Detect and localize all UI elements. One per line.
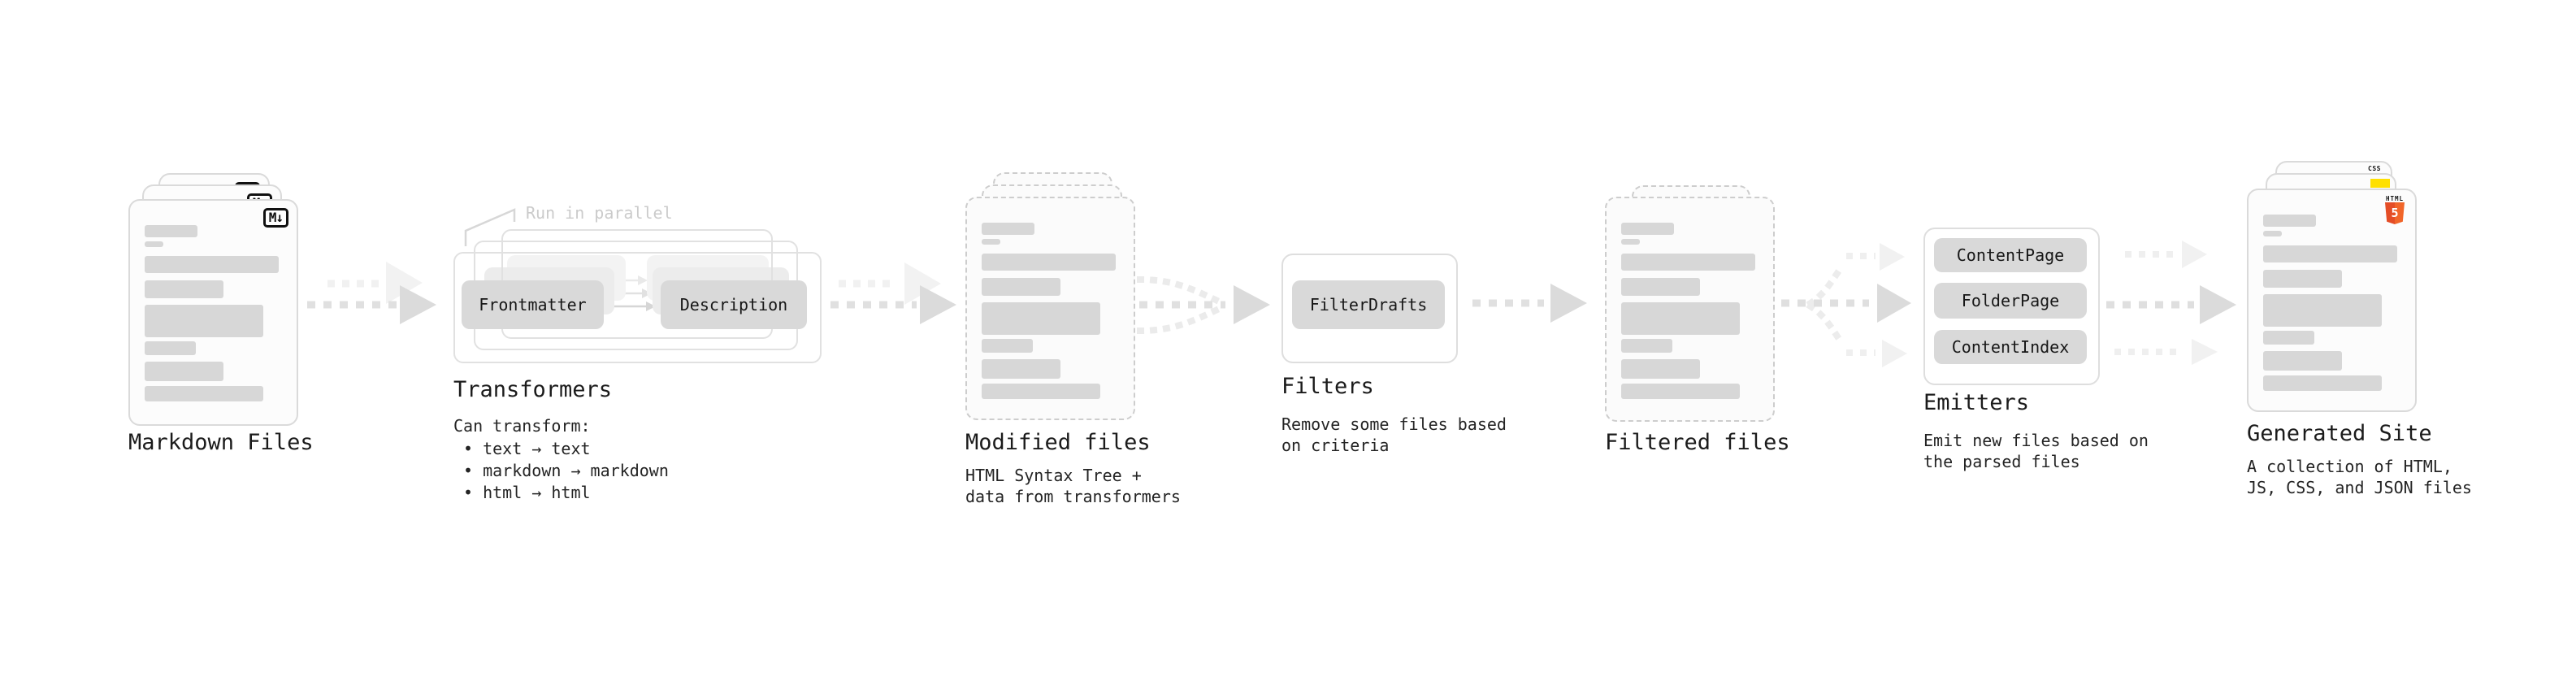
placeholder-line	[145, 280, 223, 298]
placeholder-line	[982, 339, 1033, 353]
site-file-card-html: HTML 5	[2247, 189, 2417, 412]
css-badge-label: CSS	[2368, 165, 2381, 172]
placeholder-line	[145, 305, 263, 337]
modified-file-card-front	[965, 197, 1135, 420]
arrow-markdown-to-transformers	[307, 262, 436, 324]
markdown-files-stack: M↓ M↓ M↓	[128, 173, 315, 426]
placeholder-line	[145, 386, 263, 401]
arrow-emitters-to-site	[2106, 241, 2236, 365]
arrow-filters-to-filtered	[1472, 284, 1587, 323]
placeholder-line	[2263, 331, 2314, 345]
modified-files-title: Modified files	[965, 430, 1151, 455]
contentindex-emitter-box: ContentIndex	[1934, 330, 2087, 364]
contentpage-emitter-box: ContentPage	[1934, 238, 2087, 272]
modified-files-stack	[965, 172, 1152, 424]
transformers-bullet-1: • text → text	[463, 439, 591, 458]
placeholder-line	[2263, 270, 2342, 288]
generated-site-stack: CSS HTML 5	[2247, 161, 2434, 413]
js-icon	[2370, 179, 2390, 188]
placeholder-line	[2263, 294, 2382, 327]
filters-subtitle-line2: on criteria	[1281, 436, 1390, 455]
placeholder-line	[982, 254, 1116, 271]
placeholder-line	[982, 278, 1060, 296]
placeholder-line	[982, 384, 1100, 399]
html5-icon: HTML 5	[2384, 195, 2405, 224]
folderpage-emitter-box: FolderPage	[1934, 283, 2087, 319]
emitters-subtitle-line2: the parsed files	[1923, 452, 2080, 471]
placeholder-line	[2263, 351, 2342, 371]
run-in-parallel-annotation: Run in parallel	[526, 203, 673, 223]
placeholder-line	[145, 341, 196, 355]
placeholder-line	[2263, 375, 2382, 391]
transformers-description-heading: Can transform:	[453, 416, 591, 436]
placeholder-line	[1621, 239, 1640, 245]
generated-site-title: Generated Site	[2247, 421, 2432, 446]
placeholder-line	[982, 302, 1100, 335]
transformer-run-panel-front	[453, 252, 822, 363]
arrow-transformers-to-modified	[830, 262, 956, 324]
placeholder-line	[145, 241, 163, 247]
emitters-title: Emitters	[1923, 390, 2030, 415]
filters-title: Filters	[1281, 374, 1374, 399]
placeholder-line	[1621, 339, 1672, 353]
placeholder-line	[1621, 384, 1740, 399]
html5-shield: 5	[2385, 202, 2405, 224]
placeholder-line	[145, 256, 279, 273]
placeholder-line	[145, 225, 197, 237]
placeholder-line	[982, 239, 1000, 245]
filterdrafts-box: FilterDrafts	[1292, 280, 1445, 329]
placeholder-line	[1621, 359, 1700, 379]
transformers-bullet-2: • markdown → markdown	[463, 461, 669, 480]
placeholder-line	[1621, 223, 1674, 235]
filters-subtitle-line1: Remove some files based	[1281, 414, 1507, 434]
markdown-file-card-front: M↓	[128, 199, 298, 426]
filtered-files-stack	[1605, 185, 1792, 429]
filtered-files-title: Filtered files	[1605, 430, 1790, 455]
markdown-files-title: Markdown Files	[128, 430, 314, 455]
description-transformer-box: Description	[661, 280, 807, 329]
placeholder-line	[982, 359, 1060, 379]
placeholder-line	[1621, 302, 1740, 335]
transformers-title: Transformers	[453, 377, 613, 402]
placeholder-line	[145, 362, 223, 381]
html5-badge-number: 5	[2391, 206, 2399, 220]
filtered-file-card-front	[1605, 197, 1775, 422]
generated-site-subtitle-line2: JS, CSS, and JSON files	[2247, 478, 2472, 497]
generated-site-subtitle-line1: A collection of HTML,	[2247, 457, 2452, 476]
transformers-bullet-3: • html → html	[463, 483, 591, 502]
placeholder-line	[2263, 231, 2282, 236]
placeholder-line	[982, 223, 1034, 235]
placeholder-line	[2263, 245, 2397, 262]
placeholder-line	[1621, 278, 1700, 296]
placeholder-line	[1621, 254, 1755, 271]
html5-badge-label: HTML	[2385, 195, 2405, 202]
placeholder-line	[2263, 215, 2316, 227]
markdown-icon: M↓	[262, 208, 288, 228]
modified-files-subtitle-line1: HTML Syntax Tree +	[965, 466, 1142, 485]
emitters-subtitle-line1: Emit new files based on	[1923, 431, 2149, 450]
arrow-modified-to-filters	[1136, 275, 1270, 335]
modified-files-subtitle-line2: data from transformers	[965, 487, 1181, 506]
arrow-filtered-to-emitters	[1781, 243, 1911, 367]
frontmatter-transformer-box: Frontmatter	[462, 280, 604, 329]
